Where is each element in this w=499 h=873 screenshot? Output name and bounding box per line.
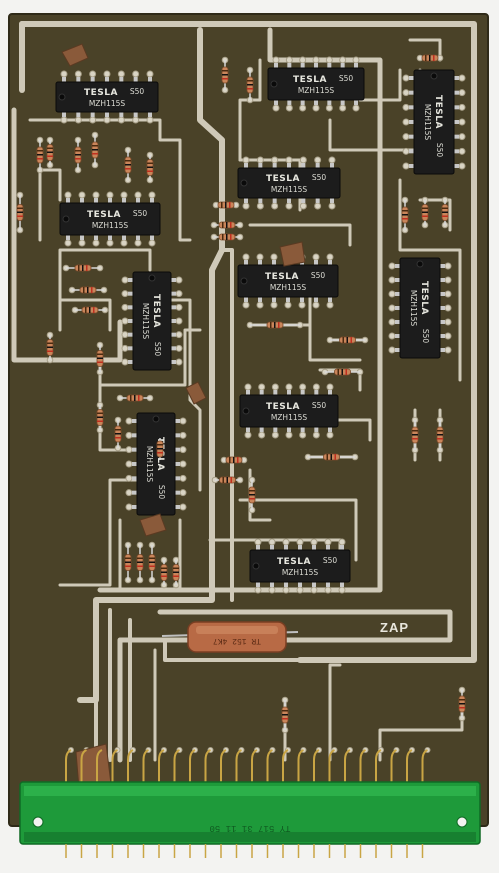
- ic-code-text: MZH115S: [89, 99, 126, 108]
- resistor: [246, 70, 254, 100]
- ic-brand-text: TESLA: [419, 281, 429, 315]
- resistor: [66, 264, 100, 272]
- resistor: [96, 405, 104, 430]
- ic-brand-text: TESLA: [266, 174, 300, 184]
- resistor: [216, 201, 236, 209]
- ic-code-text: MZH115S: [270, 283, 307, 292]
- ic-suffix-text: S50: [133, 209, 148, 218]
- ic-suffix-text: S50: [421, 329, 430, 344]
- edge-connector: TY 517 31 11 50: [19, 781, 481, 845]
- resistor: [330, 336, 365, 344]
- resistor: [96, 345, 104, 372]
- resistor: [325, 368, 360, 376]
- resistor: [250, 321, 300, 329]
- resistor: [120, 394, 150, 402]
- resistor: [221, 60, 229, 90]
- resistor: [214, 221, 240, 229]
- ic-code-text: MZH115S: [282, 568, 319, 577]
- ic-brand-text: TESLA: [151, 294, 161, 328]
- large-resistor: TR 152 4K7: [161, 621, 299, 653]
- ic-suffix-text: S50: [130, 87, 145, 96]
- ic-code-text: MZH115S: [298, 86, 335, 95]
- solder-pads: [16, 54, 466, 753]
- resistor: [136, 545, 144, 580]
- resistor: [401, 200, 409, 230]
- resistor: [160, 560, 168, 585]
- ic-code-text: MZH115S: [271, 413, 308, 422]
- ic-brand-text: TESLA: [293, 75, 327, 85]
- ic-code-text: MZH115S: [141, 303, 150, 340]
- ic-code-text: MZH115S: [92, 221, 129, 230]
- resistor: [146, 155, 154, 180]
- resistor: [281, 700, 289, 730]
- resistor: [74, 140, 82, 170]
- ic-code-text: MZH115S: [409, 290, 418, 327]
- large-resistor-label: TR 152 4K7: [213, 636, 261, 645]
- resistor: [441, 200, 449, 225]
- resistor: [172, 560, 180, 585]
- ic-code-text: MZH115S: [423, 104, 432, 141]
- ic-code-text: MZH115S: [145, 446, 154, 483]
- connector-pins-bottom: [65, 844, 424, 858]
- ic-suffix-text: S50: [153, 342, 162, 357]
- resistor: [148, 545, 156, 580]
- resistor: [46, 140, 54, 165]
- ic-brand-text: TESLA: [433, 95, 443, 129]
- resistor: [124, 545, 132, 580]
- silkscreen-label: ZAP: [380, 620, 409, 635]
- resistor: [224, 456, 244, 464]
- connector-label: TY 517 31 11 50: [209, 823, 290, 833]
- ic-suffix-text: S50: [312, 173, 327, 182]
- resistor: [124, 150, 132, 180]
- resistor: [46, 335, 54, 360]
- ic-suffix-text: S50: [339, 74, 354, 83]
- ic-suffix-text: S50: [323, 556, 338, 565]
- ic-brand-text: TESLA: [84, 88, 118, 98]
- resistor: [16, 195, 24, 230]
- resistor: [214, 233, 240, 241]
- ic-code-text: MZH115S: [271, 185, 308, 194]
- ic-suffix-text: S50: [157, 485, 166, 500]
- resistor: [72, 286, 104, 294]
- resistor: [114, 420, 122, 448]
- connector-pins-top: [65, 749, 428, 782]
- resistor: [458, 690, 466, 718]
- ic-brand-text: TESLA: [87, 210, 121, 220]
- ic-brand-text: TESLA: [266, 402, 300, 412]
- resistor: [91, 135, 99, 165]
- resistor: [248, 480, 256, 510]
- resistor: [436, 420, 444, 450]
- resistor: [215, 476, 240, 484]
- ic-suffix-text: S50: [312, 401, 327, 410]
- resistor: [36, 140, 44, 170]
- resistor: [156, 438, 164, 460]
- resistor: [75, 306, 105, 314]
- resistors: [16, 54, 466, 730]
- resistor: [411, 420, 419, 450]
- resistor: [421, 200, 429, 225]
- ic-suffix-text: S50: [435, 143, 444, 158]
- resistor: [420, 54, 440, 62]
- ic-brand-text: TESLA: [265, 272, 299, 282]
- ic-suffix-text: S50: [311, 271, 326, 280]
- resistor: [308, 453, 355, 461]
- ic-brand-text: TESLA: [277, 557, 311, 567]
